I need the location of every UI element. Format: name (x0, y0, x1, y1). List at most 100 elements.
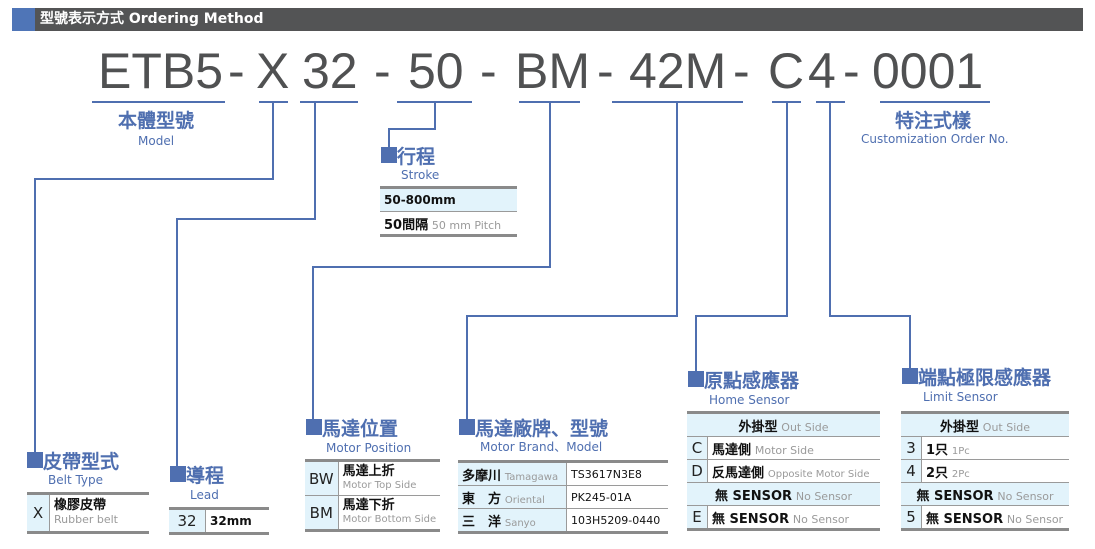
limit-sensor-heading: 端點極限感應器 (902, 367, 1051, 389)
code-dash: - (597, 43, 614, 99)
limit-sensor-group-en: No Sensor (997, 489, 1054, 503)
limit-sensor-zh: 1只 (926, 442, 949, 458)
square-marker-icon (170, 466, 186, 482)
limit-sensor-group-zh: 外掛型 (939, 419, 979, 435)
table-row: E 無 SENSOR No Sensor (687, 505, 880, 530)
home-sensor-group-zh: 無 SENSOR (714, 488, 793, 504)
code-dash: - (228, 43, 245, 99)
code-lead: 32 (302, 43, 358, 99)
stroke-title: 行程 (397, 146, 436, 168)
home-sensor-en: Motor Side (754, 443, 814, 457)
code-dash: - (374, 43, 391, 99)
limit-sensor-code: 5 (901, 505, 922, 530)
lead-heading: 導程 (170, 465, 224, 487)
belt-type-title: 皮帶型式 (43, 451, 120, 473)
stroke-range: 50-800mm (384, 193, 456, 207)
motor-brand-en: Oriental (504, 494, 545, 506)
square-marker-icon (381, 147, 397, 163)
code-home-sensor: C (768, 43, 805, 99)
limit-sensor-zh: 2只 (926, 465, 949, 481)
belt-type-code: X (27, 493, 50, 533)
table-row: 外掛型 Out Side (687, 412, 880, 437)
motor-position-title: 馬達位置 (322, 418, 399, 440)
limit-sensor-zh: 無 SENSOR (926, 511, 1004, 527)
connector-lead (176, 102, 316, 480)
lead-title: 導程 (186, 465, 225, 487)
table-row: C 馬達側 Motor Side (687, 436, 880, 460)
belt-type-en: Rubber belt (54, 513, 118, 526)
motor-brand-en: Tamagawa (504, 471, 559, 483)
motor-position-en: Motor Bottom Side (342, 513, 437, 525)
motor-brand-zh: 多摩川 (462, 468, 502, 484)
limit-sensor-subtitle: Limit Sensor (923, 390, 998, 404)
home-sensor-code: C (687, 436, 708, 460)
lead-value: 32mm (210, 514, 252, 528)
motor-position-code: BM (305, 495, 339, 531)
connector-limit-sensor (829, 102, 911, 378)
table-row: 50-800mm (380, 187, 517, 212)
home-sensor-heading: 原點感應器 (688, 370, 799, 392)
home-sensor-code: E (687, 505, 708, 530)
motor-brand-title: 馬達廠牌、型號 (475, 418, 609, 440)
model-title: 本體型號 (118, 110, 195, 132)
table-row: 東 方 Oriental PK245-01A (458, 485, 668, 509)
table-row: 多摩川 Tamagawa TS3617N3E8 (458, 461, 668, 486)
table-row: 無 SENSOR No Sensor (687, 482, 880, 506)
home-sensor-group-en: No Sensor (795, 489, 853, 503)
limit-sensor-group-zh: 無 SENSOR (916, 488, 994, 504)
motor-position-en: Motor Top Side (342, 479, 417, 491)
motor-brand-en: Sanyo (504, 517, 536, 529)
code-belt-type: X (256, 43, 290, 99)
square-marker-icon (459, 419, 475, 435)
home-sensor-group-zh: 外掛型 (738, 419, 778, 435)
code-dash: - (733, 43, 750, 99)
table-row: 外掛型 Out Side (901, 412, 1069, 437)
table-row: 三 洋 Sanyo 103H5209-0440 (458, 508, 668, 533)
connector-home-sensor (695, 102, 788, 382)
motor-model: TS3617N3E8 (571, 468, 642, 481)
limit-sensor-group-en: Out Side (982, 420, 1031, 434)
table-row: 無 SENSOR No Sensor (901, 482, 1069, 506)
motor-brand-zh: 東 方 (462, 491, 502, 507)
belt-type-heading: 皮帶型式 (27, 451, 119, 473)
home-sensor-title: 原點感應器 (704, 370, 800, 392)
stroke-pitch-zh: 50間隔 (384, 217, 429, 233)
motor-brand-table: 多摩川 Tamagawa TS3617N3E8 東 方 Oriental PK2… (458, 460, 668, 534)
home-sensor-subtitle: Home Sensor (709, 393, 790, 407)
table-row: D 反馬達側 Opposite Motor Side (687, 459, 880, 483)
stroke-subtitle: Stroke (401, 168, 440, 182)
limit-sensor-en: 2Pc (951, 468, 970, 480)
connector-motor-brand (466, 102, 678, 430)
table-row: 50間隔 50 mm Pitch (380, 212, 517, 236)
limit-sensor-code: 3 (901, 436, 922, 460)
code-motor-brand: 42M (629, 43, 727, 99)
home-sensor-table: 外掛型 Out Side C 馬達側 Motor Side D 反馬達側 Opp… (687, 411, 880, 531)
home-sensor-zh: 反馬達側 (712, 465, 765, 481)
square-marker-icon (27, 452, 43, 468)
code-model: ETB5 (98, 43, 224, 99)
motor-model: 103H5209-0440 (571, 514, 661, 527)
limit-sensor-code: 4 (901, 459, 922, 483)
table-row: 4 2只 2Pc (901, 459, 1069, 483)
limit-sensor-en: No Sensor (1006, 512, 1064, 526)
motor-position-zh: 馬達上折 (342, 463, 395, 479)
home-sensor-en: No Sensor (792, 512, 850, 526)
motor-position-code: BW (305, 460, 339, 496)
code-dash: - (480, 43, 497, 99)
model-subtitle: Model (138, 134, 175, 148)
stroke-pitch-en: 50 mm Pitch (431, 218, 502, 232)
motor-brand-zh: 三 洋 (462, 514, 502, 530)
motor-position-zh: 馬達下折 (342, 497, 395, 513)
home-sensor-zh: 無 SENSOR (712, 511, 790, 527)
limit-sensor-title: 端點極限感應器 (918, 367, 1052, 389)
table-row: 32 32mm (169, 508, 269, 534)
code-limit-sensor: 4 (808, 43, 836, 99)
code-dash: - (843, 43, 860, 99)
motor-model: PK245-01A (571, 491, 632, 504)
